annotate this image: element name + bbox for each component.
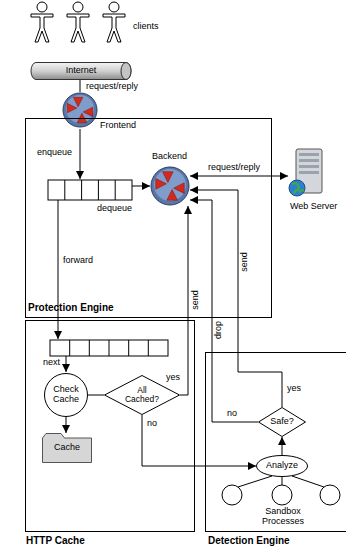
router-icon: Frontend <box>62 92 98 128</box>
internet-pipe-outline <box>31 63 131 80</box>
web-server-icon-outline <box>299 159 319 162</box>
text-holder: Safe? <box>258 407 306 437</box>
connector-arrow <box>66 417 67 433</box>
connector-arrow <box>190 200 258 422</box>
client-figure <box>67 2 89 42</box>
flow-label: forward <box>62 256 94 266</box>
router-icon-shape <box>62 92 98 128</box>
node-heading: Detection Engine <box>208 535 290 546</box>
router-icon-outline <box>77 113 87 123</box>
sandbox-process-circles <box>222 485 340 505</box>
branch-label: yes <box>165 373 181 383</box>
router-icon-shape <box>150 166 190 206</box>
edge-label: request/reply <box>85 82 139 92</box>
branch-label: no <box>146 419 158 429</box>
edge-label: send <box>191 289 201 311</box>
web-server-icon-outline <box>289 180 305 196</box>
node-heading: HTTP Cache <box>26 535 85 546</box>
client-figure <box>103 2 125 42</box>
branch-label: no <box>226 409 238 419</box>
flow-label: dequeue <box>96 204 133 214</box>
connector-arrow <box>180 206 188 395</box>
cache-queue <box>50 340 168 356</box>
edge-label: send <box>240 251 250 273</box>
process-ellipse: Analyze <box>256 455 308 477</box>
node-text: Analyze <box>266 461 298 471</box>
cache-folder-outline <box>43 434 92 463</box>
text-holder: Internet <box>30 62 132 80</box>
internet-pipe: Internet <box>30 62 132 80</box>
flow-label: next <box>42 358 61 368</box>
group-label: Sandbox Processes <box>252 507 314 527</box>
router-icon-outline <box>163 172 174 183</box>
dequeue-arrow <box>132 186 150 187</box>
text-holder: Check Cache <box>44 373 88 417</box>
process-circle: Check Cache <box>44 373 88 417</box>
process-ellipse-outline <box>257 456 308 477</box>
engine-box-outline <box>206 353 346 532</box>
internet-pipe-outline <box>121 63 131 80</box>
web-server-icon-outline <box>299 171 319 174</box>
node-heading: Protection Engine <box>28 302 114 313</box>
connector-arrow <box>142 415 256 466</box>
node-text: Internet <box>66 66 97 76</box>
forward-arrow <box>58 200 59 339</box>
web-server-icon-outline <box>299 165 319 168</box>
engine-box-outline <box>26 321 195 532</box>
web-server-icon: Web Server <box>288 148 326 198</box>
engine-box-outline <box>26 119 272 318</box>
web-server-icon-outline <box>292 183 304 194</box>
node-heading: Frontend <box>100 121 136 131</box>
node-text: Check Cache <box>48 385 84 405</box>
router-icon-outline <box>83 107 93 117</box>
connector-arrow <box>282 437 283 455</box>
connector-arrow <box>80 80 81 92</box>
engine-box: Detection EngineSafe?Analyze <box>205 352 346 532</box>
router-icon-outline <box>154 169 186 201</box>
edge-label: drop <box>214 320 224 340</box>
engine-box-shape <box>205 352 346 532</box>
router-icon-outline <box>174 183 185 194</box>
branch-label: yes <box>286 384 302 394</box>
node-heading: Backend <box>152 152 187 162</box>
edge-label: request/reply <box>207 163 261 173</box>
process-circle-outline <box>45 374 88 417</box>
protection-queue <box>48 180 132 200</box>
client-figure <box>31 2 53 42</box>
node-text: All Cached? <box>122 386 162 405</box>
web-server-icon-outline <box>299 153 319 156</box>
engine-box: HTTP CacheCheck CacheAll Cached?Cache <box>25 320 195 532</box>
router-icon-outline <box>63 93 97 127</box>
cache-folder: Cache <box>42 433 92 463</box>
connector-arrow <box>190 176 288 177</box>
engine-box-shape <box>25 320 195 532</box>
decision-diamond-outline <box>259 408 306 437</box>
enqueue-arrow <box>80 129 81 179</box>
flow-label: enqueue <box>36 148 73 158</box>
text-holder: Analyze <box>256 455 308 477</box>
connector-arrow <box>190 190 282 407</box>
connector-arrow <box>88 395 104 396</box>
router-icon-outline <box>151 167 189 205</box>
router-icon-outline <box>167 190 178 201</box>
router-icon: Backend <box>150 166 190 206</box>
node-text: Cache <box>54 443 80 453</box>
node-text: Safe? <box>270 417 294 427</box>
web-server-icon-shape <box>288 148 326 198</box>
router-icon-outline <box>67 103 77 113</box>
router-icon-outline <box>156 179 167 190</box>
router-icon-outline <box>73 97 83 107</box>
actor-label: clients <box>132 22 160 32</box>
node-heading: Web Server <box>290 202 337 212</box>
text-holder: Cache <box>42 433 92 463</box>
next-arrow <box>66 356 67 372</box>
decision-diamond: Safe? <box>258 407 306 437</box>
